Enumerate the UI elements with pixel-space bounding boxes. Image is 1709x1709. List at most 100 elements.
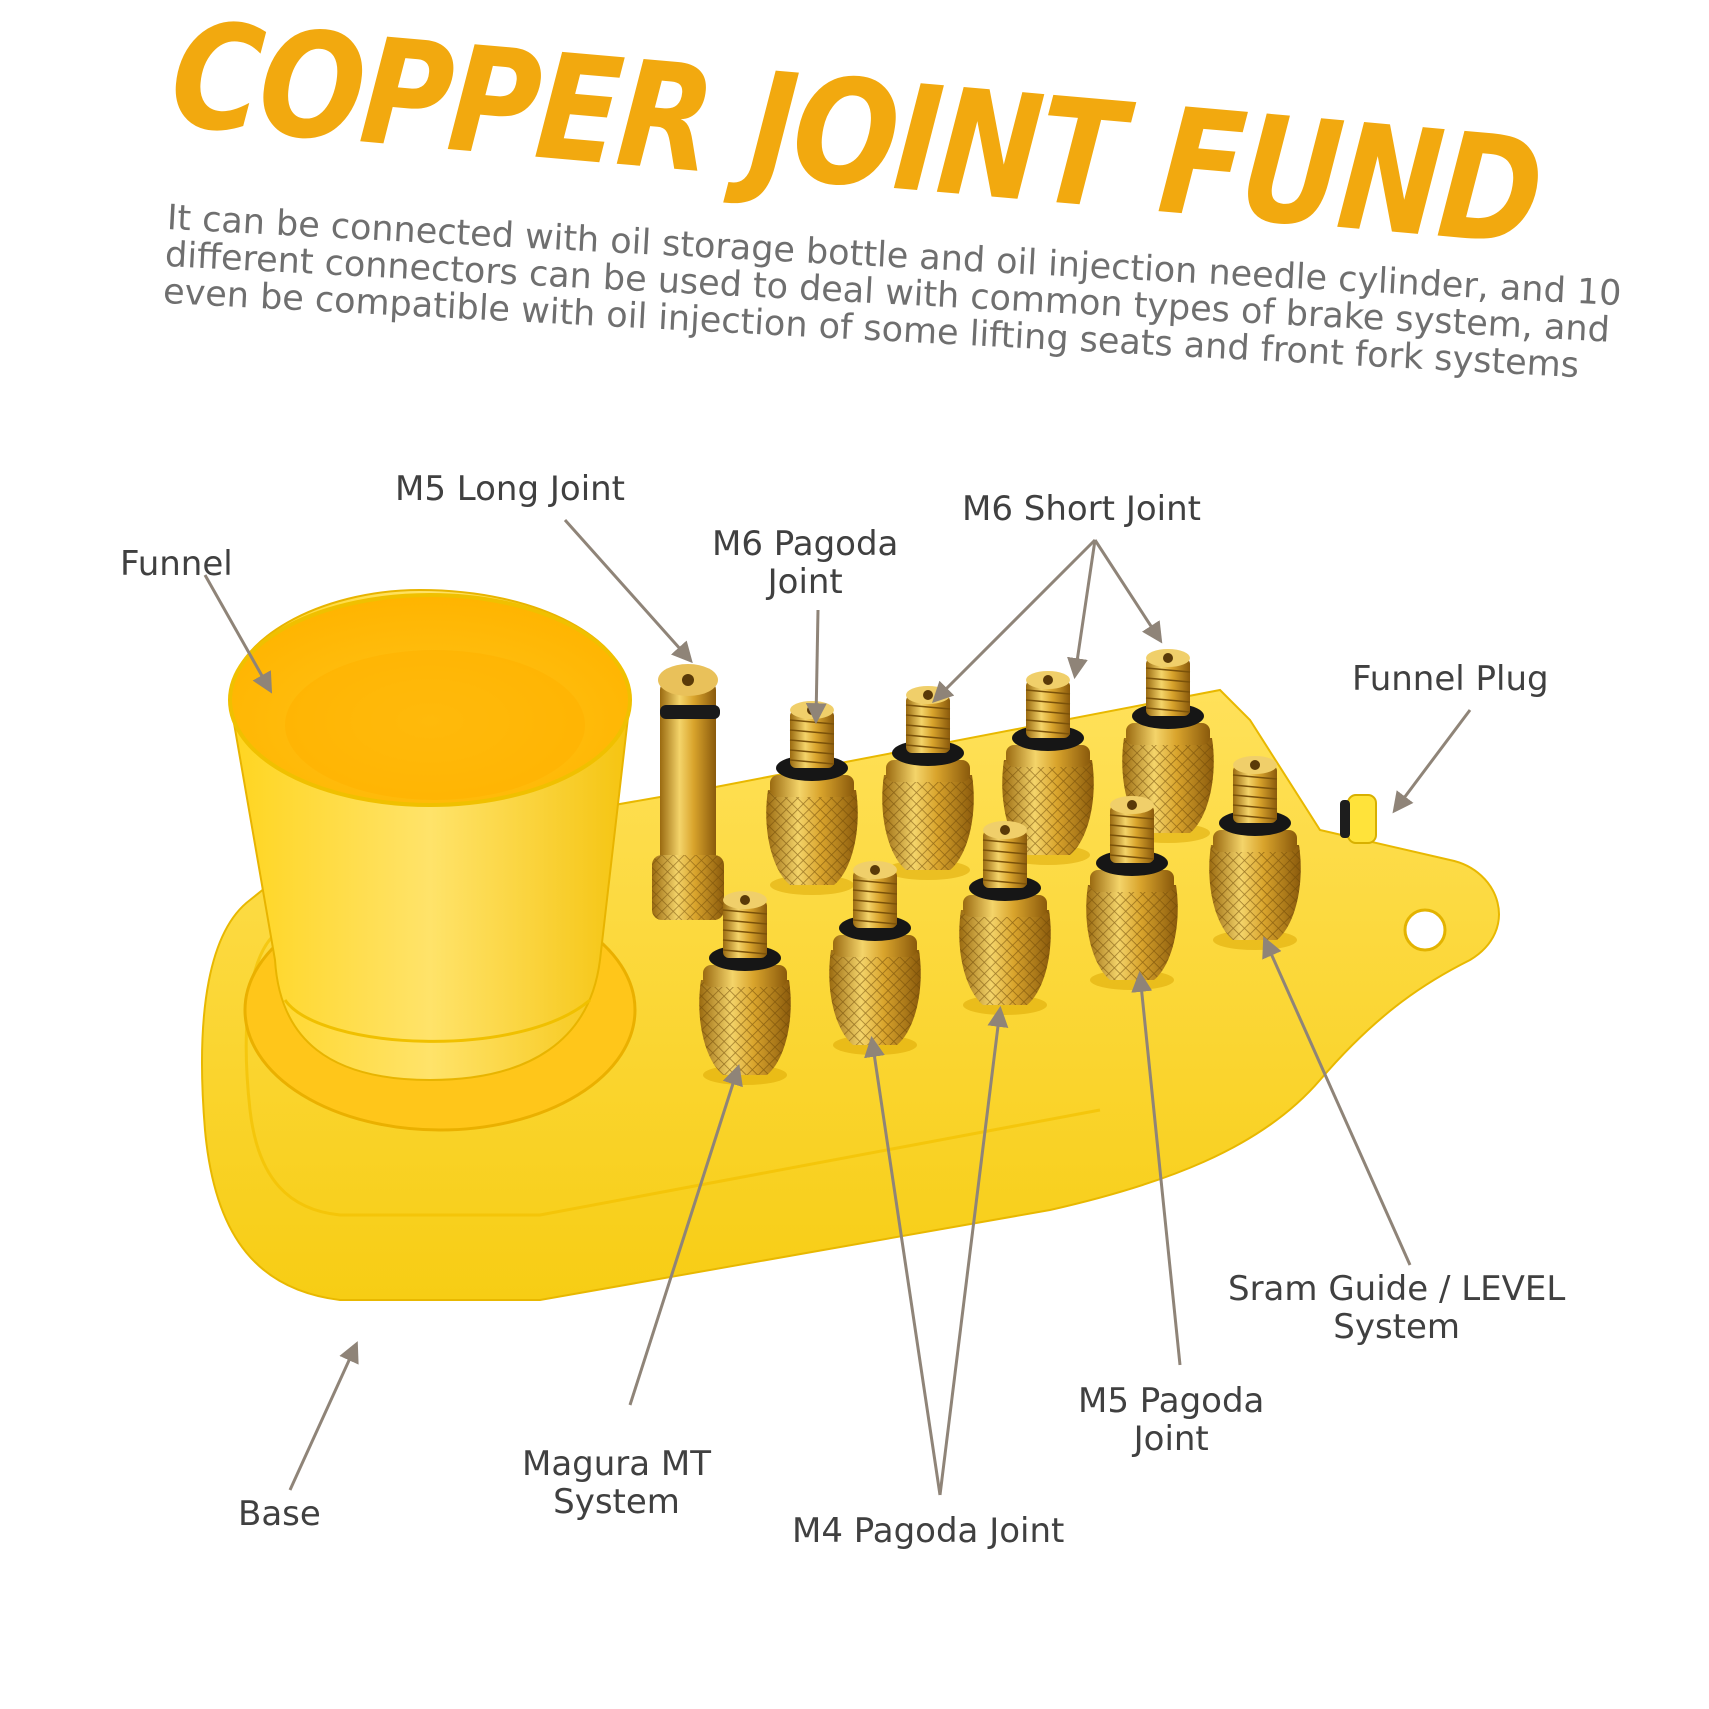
thread-line — [1145, 697, 1191, 703]
joint-bore — [740, 895, 750, 905]
joint-collar — [770, 775, 854, 797]
arrow-base — [288, 1341, 359, 1491]
joint-sram-guide — [1209, 756, 1301, 950]
thread-line — [722, 909, 768, 915]
label-funnel: Funnel — [120, 544, 233, 584]
thread-line — [789, 759, 835, 765]
thread-line — [905, 744, 951, 750]
thread-line — [852, 919, 898, 925]
arrow-m6-short-joint-1 — [932, 538, 1097, 703]
thread-line — [1109, 844, 1155, 850]
joint-collar — [1213, 830, 1297, 852]
joint-bore — [1250, 760, 1260, 770]
joint-m6-short-2 — [1002, 671, 1094, 865]
thread-line — [1025, 699, 1071, 705]
arrow-m6-short-joint-3 — [1093, 539, 1163, 644]
thread-line — [1232, 794, 1278, 800]
thread-line — [1109, 824, 1155, 830]
thread-line — [1025, 719, 1071, 725]
arrow-m4-pagoda-joint-1 — [864, 1035, 942, 1496]
funnel-plug — [1340, 794, 1377, 844]
thread-line — [722, 919, 768, 925]
joint-bore — [1000, 825, 1010, 835]
joint-collar — [1006, 745, 1090, 767]
arrow-m6-short-joint-2 — [1067, 539, 1097, 680]
thread-line — [1232, 804, 1278, 810]
joint-bore — [1127, 800, 1137, 810]
thread-line — [852, 909, 898, 915]
thread-line — [1025, 709, 1071, 715]
thread-line — [905, 714, 951, 720]
joint-knurl — [1209, 845, 1301, 940]
thread-line — [852, 879, 898, 885]
arrow-m6-pagoda-joint — [805, 609, 827, 725]
joint-knurl — [766, 790, 858, 885]
thread-line — [1109, 834, 1155, 840]
arrow-m5-pagoda-joint — [1131, 970, 1182, 1366]
thread-line — [722, 939, 768, 945]
thread-line — [1025, 689, 1071, 695]
thread-line — [982, 839, 1028, 845]
joints-group — [699, 649, 1301, 1085]
thread-line — [905, 734, 951, 740]
label-line: Sram Guide / LEVEL — [1228, 1269, 1566, 1309]
joint-m4-pagoda-1 — [829, 861, 921, 1055]
label-line: System — [1333, 1307, 1461, 1347]
label-magura-mt: Magura MT System — [522, 1445, 711, 1521]
thread-line — [722, 949, 768, 955]
thread-line — [905, 724, 951, 730]
joint-m6-pagoda — [766, 701, 858, 895]
thread-line — [789, 739, 835, 745]
label-line: M5 Pagoda — [1078, 1381, 1265, 1421]
thread-line — [982, 849, 1028, 855]
joint-bore — [1163, 653, 1173, 663]
hanging-hole — [1403, 908, 1447, 952]
joint-knurl — [699, 980, 791, 1075]
label-m6-pagoda-joint: M6 Pagoda Joint — [712, 525, 898, 601]
joint-collar — [963, 895, 1047, 917]
thread-line — [1109, 854, 1155, 860]
thread-line — [1145, 677, 1191, 683]
joint-collar — [886, 760, 970, 782]
thread-line — [1025, 729, 1071, 735]
label-line: Joint — [767, 562, 843, 602]
funnel — [228, 588, 632, 1082]
label-m4-pagoda-joint: M4 Pagoda Joint — [792, 1511, 1065, 1551]
label-line: M6 Pagoda — [712, 524, 899, 564]
thread-line — [852, 899, 898, 905]
thread-line — [789, 749, 835, 755]
joint-m6-short-1 — [882, 686, 974, 880]
arrow-funnel-plug — [1392, 709, 1472, 814]
callout-arrows — [203, 519, 1472, 1496]
thread-line — [1232, 784, 1278, 790]
thread-line — [852, 889, 898, 895]
thread-line — [1232, 774, 1278, 780]
thread-line — [1145, 687, 1191, 693]
joint-bore — [923, 690, 933, 700]
arrow-m4-pagoda-joint-2 — [938, 1005, 1009, 1496]
joint-knurl — [1086, 885, 1178, 980]
joint-knurl — [959, 910, 1051, 1005]
thread-line — [1109, 814, 1155, 820]
joint-magura-mt — [699, 891, 791, 1085]
joint-knurl — [829, 950, 921, 1045]
arrow-magura-mt — [628, 1064, 743, 1406]
thread-line — [982, 869, 1028, 875]
thread-line — [982, 859, 1028, 865]
thread-line — [789, 729, 835, 735]
joint-knurl — [882, 775, 974, 870]
label-funnel-plug: Funnel Plug — [1352, 659, 1549, 699]
label-m5-pagoda-joint: M5 Pagoda Joint — [1078, 1382, 1264, 1458]
thread-line — [1145, 667, 1191, 673]
label-m6-short-joint: M6 Short Joint — [962, 489, 1201, 529]
label-m5-long-joint: M5 Long Joint — [395, 469, 626, 509]
thread-line — [1232, 814, 1278, 820]
joint-collar — [1126, 723, 1210, 745]
label-line: Joint — [1133, 1419, 1209, 1459]
thread-line — [982, 879, 1028, 885]
label-line: Magura MT — [522, 1444, 712, 1484]
joint-bore — [870, 865, 880, 875]
arrow-m5-long-joint — [563, 519, 693, 664]
joint-m4-pagoda-2 — [959, 821, 1051, 1015]
